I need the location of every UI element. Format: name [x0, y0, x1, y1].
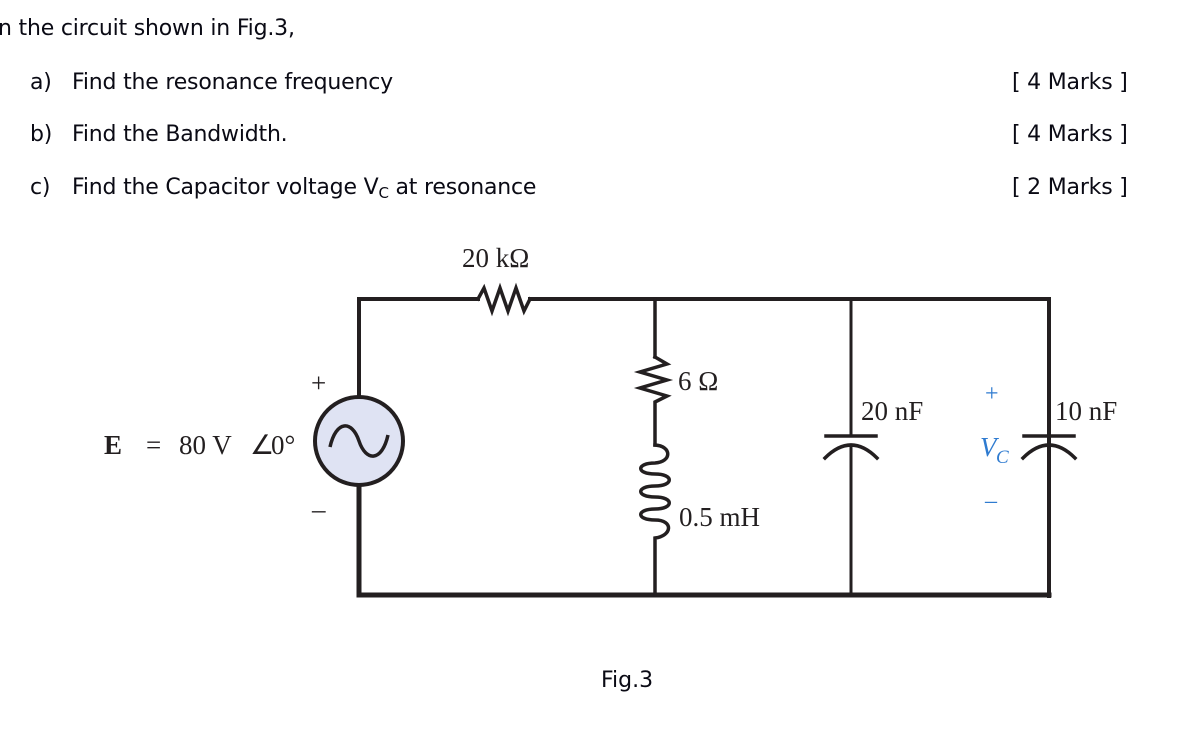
figure-caption: Fig.3 [601, 668, 654, 693]
source-phase: 0° [271, 430, 295, 460]
item-label: a) [30, 70, 52, 95]
inductor-icon [639, 443, 671, 597]
ac-source [313, 395, 405, 487]
item-label: b) [30, 122, 53, 147]
item-label: c) [30, 175, 51, 200]
inductor-label: 0.5 mH [679, 502, 760, 532]
capacitor-2-curve-icon [1020, 443, 1078, 461]
branch-resistor-icon [633, 354, 674, 447]
series-resistor-icon [475, 282, 533, 317]
item-text-after: at resonance [388, 175, 537, 200]
series-resistor-label: 20 kΩ [462, 243, 529, 273]
wire-bottom [356, 475, 1052, 598]
marks-c: [ 2 Marks ] [1012, 175, 1128, 200]
marks-a: [ 4 Marks ] [1012, 70, 1128, 95]
vc-subscript: C [996, 447, 1009, 468]
marks-b: [ 4 Marks ] [1012, 122, 1128, 147]
vc-minus-sign: – [984, 488, 998, 514]
source-equals: = [146, 430, 161, 460]
source-symbol: E [104, 430, 122, 460]
wire-top-right [528, 297, 1051, 598]
question-item-a: a) Find the resonance frequency [30, 70, 393, 95]
question-intro: n the circuit shown in Fig.3, [0, 16, 295, 41]
branch-resistor-label: 6 Ω [678, 366, 718, 396]
item-text: Find the Bandwidth. [72, 122, 288, 147]
question-item-b: b) Find the Bandwidth. [30, 122, 288, 147]
source-minus-sign: – [311, 494, 326, 524]
item-text: Find the resonance frequency [72, 70, 393, 95]
capacitor-1-label: 20 nF [861, 396, 923, 426]
wire-top-left [357, 297, 480, 405]
question-item-c: c) Find the Capacitor voltage VC at reson… [30, 175, 537, 202]
source-value: 80 V [179, 430, 232, 460]
capacitor-2-label: 10 nF [1055, 396, 1117, 426]
source-plus-sign: + [311, 368, 326, 398]
vc-symbol: V [980, 432, 1000, 462]
item-subscript: C [378, 184, 389, 202]
source-angle-symbol: ∠ [250, 430, 274, 460]
ac-sine-icon [328, 424, 390, 458]
item-text-before: Find the Capacitor voltage V [72, 175, 379, 200]
vc-plus-sign: + [985, 381, 999, 407]
